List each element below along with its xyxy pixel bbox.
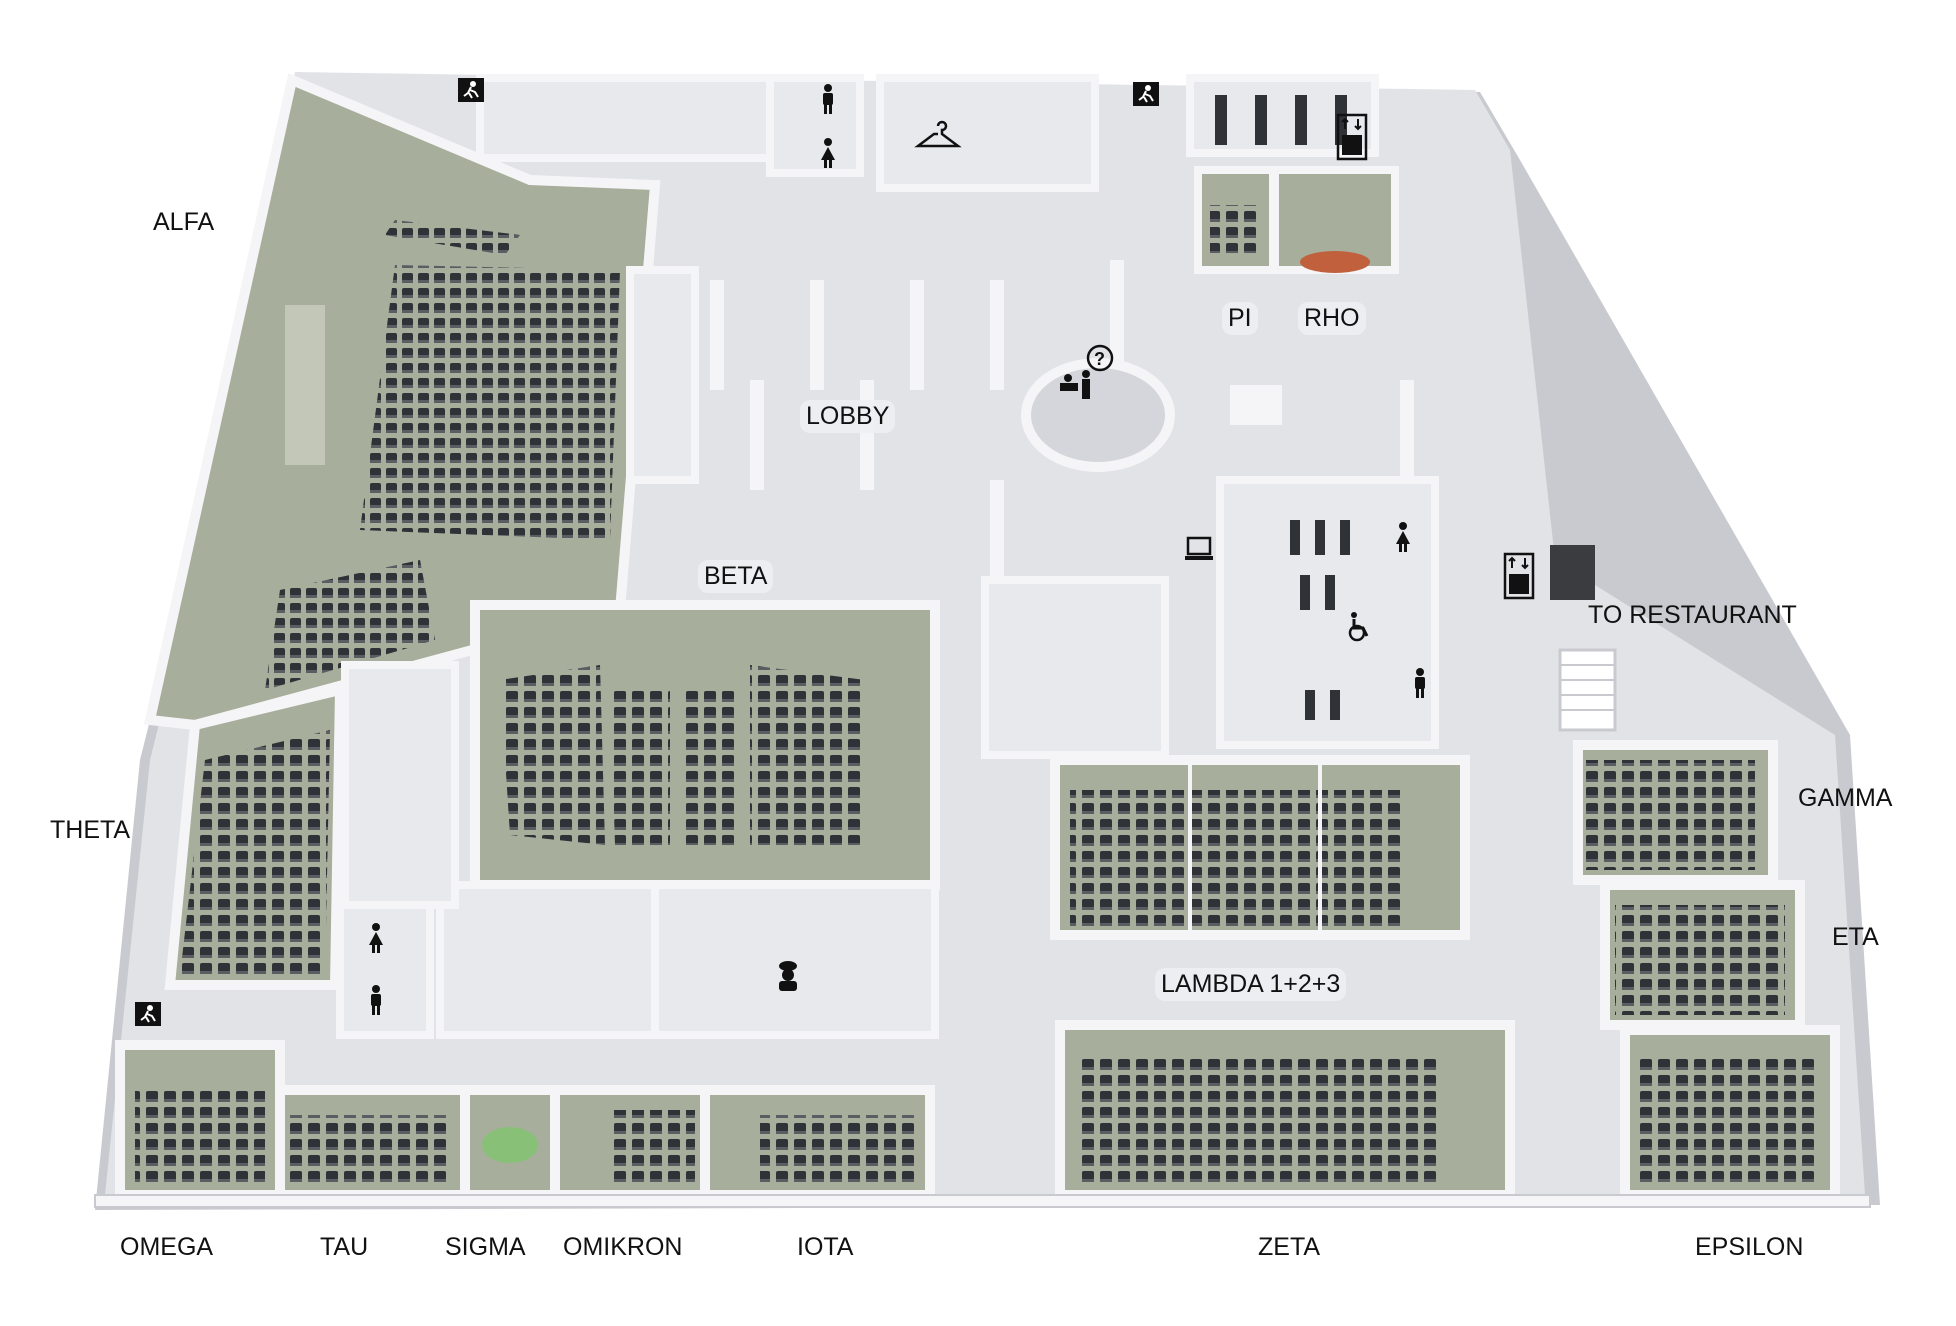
room-gamma[interactable] [1573, 740, 1778, 885]
emergency-exit-icon [135, 1002, 161, 1026]
room-beta[interactable] [470, 600, 940, 890]
restaurant-stairs[interactable] [1558, 648, 1617, 732]
label-eta: ETA [1832, 923, 1879, 951]
room-tau[interactable] [275, 1085, 470, 1200]
room-sigma[interactable] [460, 1085, 560, 1200]
label-zeta: ZETA [1258, 1233, 1321, 1261]
male-toilet-icon [371, 985, 381, 1015]
room-alfa[interactable] [143, 73, 661, 731]
room-omega[interactable] [115, 1040, 285, 1200]
room-theta[interactable] [164, 683, 346, 990]
label-gamma: GAMMA [1798, 784, 1893, 812]
label-pi: PI [1222, 302, 1258, 335]
kitchen-room [651, 881, 939, 1039]
male-toilet-icon [823, 84, 833, 114]
room-rho[interactable] [1271, 166, 1399, 274]
label-alfa: ALFA [153, 208, 215, 236]
female-toilet-icon [821, 138, 835, 168]
label-iota: IOTA [797, 1233, 854, 1261]
svg-text:?: ? [1094, 349, 1105, 369]
utility-room-a [436, 881, 659, 1039]
elevator-icon [1503, 552, 1535, 600]
beta-seating-right [750, 665, 865, 845]
theta-seating [180, 730, 330, 975]
lobby-columns [710, 260, 1414, 590]
computer-icon [1185, 536, 1213, 560]
room-pi[interactable] [1194, 166, 1277, 274]
alfa-seating-main [360, 265, 620, 540]
beta-seating-middle-1 [610, 690, 670, 845]
label-to-restaurant: TO RESTAURANT [1588, 601, 1797, 629]
cloakroom-icon [914, 120, 962, 148]
label-epsilon: EPSILON [1695, 1233, 1804, 1261]
emergency-exit-icon [1133, 82, 1159, 106]
wheelchair-icon [1348, 612, 1369, 642]
toilet-block-left [336, 901, 434, 1039]
label-theta: THETA [50, 816, 131, 844]
information-desk[interactable] [1021, 358, 1175, 472]
label-lobby: LOBBY [800, 400, 896, 433]
label-omikron: OMIKRON [563, 1233, 683, 1261]
room-zeta[interactable] [1055, 1020, 1515, 1200]
female-toilet-icon [1396, 522, 1410, 552]
label-beta: BETA [698, 560, 774, 593]
toilet-block-top [766, 74, 864, 177]
corridor-storage [626, 266, 699, 484]
information-desk-icon: ? [1060, 344, 1114, 399]
elevator-icon [1336, 113, 1368, 161]
front-wall [94, 1194, 1871, 1208]
room-eta[interactable] [1600, 880, 1805, 1030]
toilet-stalls [1290, 520, 1350, 720]
elevator-shaft [1550, 545, 1595, 600]
label-omega: OMEGA [120, 1233, 214, 1261]
chef-icon [779, 961, 797, 991]
corridor-left [341, 661, 459, 909]
service-room-top-1 [476, 74, 774, 162]
room-iota[interactable] [700, 1085, 935, 1200]
beta-seating-middle-2 [680, 690, 735, 845]
service-core [981, 576, 1169, 759]
toilet-block-right [1216, 476, 1439, 749]
label-tau: TAU [320, 1233, 369, 1261]
alfa-seating-front [385, 220, 520, 255]
female-toilet-icon [369, 923, 383, 953]
room-lambda[interactable] [1050, 755, 1470, 940]
room-omikron[interactable] [550, 1085, 710, 1200]
beta-seating-left [500, 665, 605, 845]
emergency-exit-icon [458, 78, 484, 102]
male-toilet-icon [1415, 668, 1425, 698]
cloakroom [876, 74, 1099, 192]
label-sigma: SIGMA [445, 1233, 526, 1261]
label-lambda: LAMBDA 1+2+3 [1155, 968, 1347, 1001]
label-rho: RHO [1298, 302, 1366, 335]
alfa-stage [285, 305, 325, 465]
alfa-seating-rear [265, 560, 435, 690]
room-epsilon[interactable] [1620, 1025, 1840, 1200]
